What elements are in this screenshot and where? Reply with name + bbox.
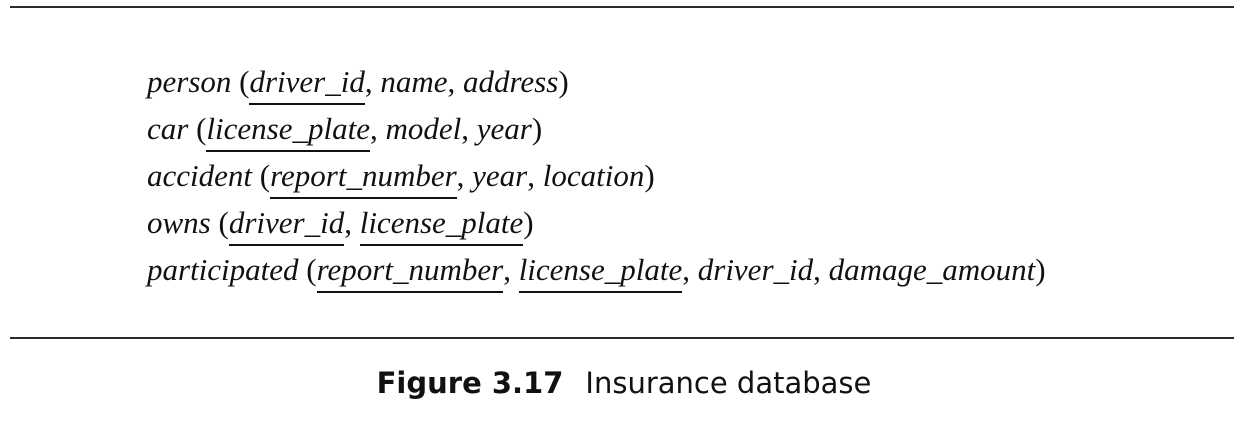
figure-label: Figure 3.17	[376, 366, 564, 400]
attribute: model	[385, 111, 462, 146]
attribute: driver_id	[697, 252, 814, 287]
relation-name: participated	[147, 252, 299, 287]
primary-key-attribute: report_number	[270, 156, 457, 199]
primary-key-attribute: license_plate	[518, 250, 683, 293]
primary-key-attribute: driver_id	[228, 203, 345, 246]
schema-car: car (license_plate, model, year)	[147, 105, 1046, 152]
attribute: year	[476, 111, 532, 146]
attribute: name	[380, 64, 448, 99]
schema-listing: person (driver_id, name, address) car (l…	[147, 58, 1046, 293]
relation-name: car	[147, 111, 189, 146]
primary-key-attribute: license_plate	[206, 109, 370, 152]
schema-owns: owns (driver_id, license_plate)	[147, 199, 1046, 246]
relation-name: person	[147, 64, 232, 99]
relation-name: owns	[147, 205, 211, 240]
attribute: address	[463, 64, 559, 99]
schema-person: person (driver_id, name, address)	[147, 58, 1046, 105]
figure-caption: Figure 3.17 Insurance database	[0, 366, 1248, 400]
relation-name: accident	[147, 158, 253, 193]
attribute: damage_amount	[828, 252, 1036, 287]
schema-participated: participated (report_number, license_pla…	[147, 246, 1046, 293]
schema-accident: accident (report_number, year, location)	[147, 152, 1046, 199]
primary-key-attribute: report_number	[316, 250, 504, 293]
attribute: year	[472, 158, 528, 193]
figure-title: Insurance database	[585, 366, 872, 400]
bottom-rule	[10, 337, 1234, 339]
primary-key-attribute: license_plate	[359, 203, 524, 246]
top-rule	[10, 6, 1234, 8]
attribute: location	[542, 158, 645, 193]
primary-key-attribute: driver_id	[249, 62, 365, 105]
